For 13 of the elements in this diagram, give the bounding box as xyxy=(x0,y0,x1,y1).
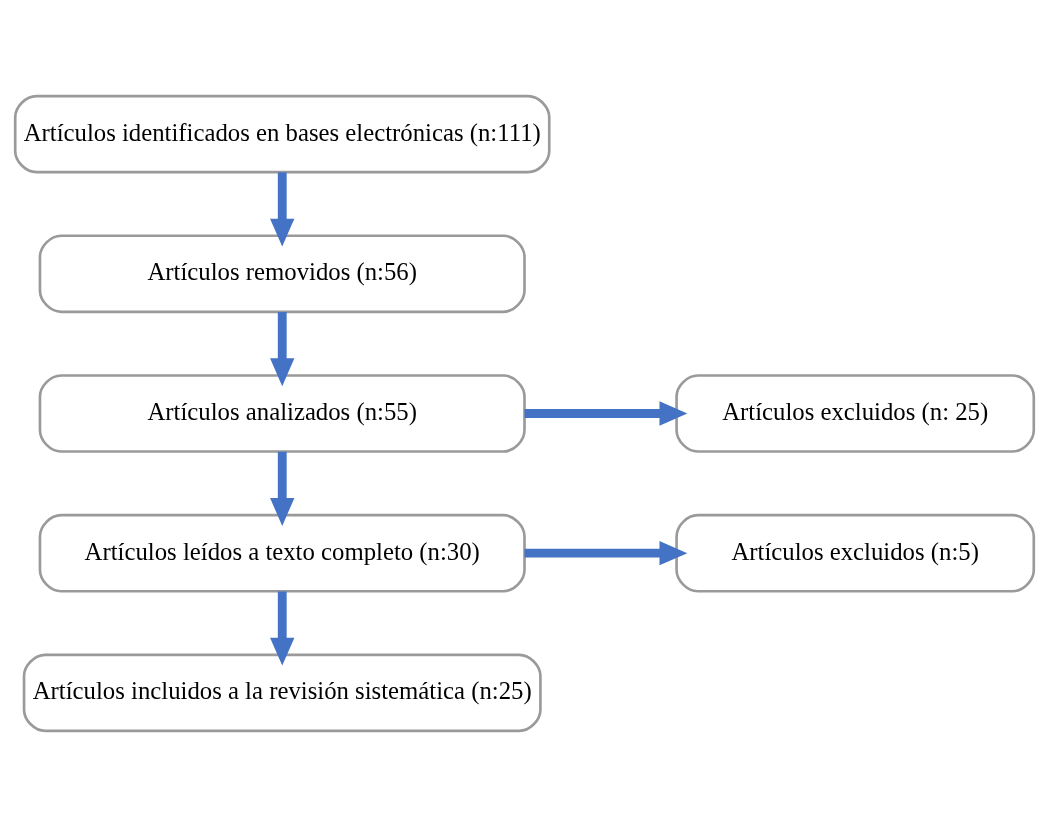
node-box: Artículos analizados (n:55) xyxy=(38,374,526,453)
node-box: Artículos excluidos (n: 25) xyxy=(675,374,1036,453)
node-box: Artículos removidos (n:56) xyxy=(38,234,526,314)
node-box: Artículos identificados en bases electrónicas (n:111) xyxy=(13,94,551,174)
arrow xyxy=(270,451,295,526)
arrow xyxy=(270,591,295,666)
node-box: Artículos incluidos a la revisión sistemática (n:25) xyxy=(22,653,542,733)
arrow xyxy=(524,401,688,426)
arrow xyxy=(524,541,688,566)
node-box: Artículos excluidos (n:5) xyxy=(675,513,1036,593)
node-box: Artículos leídos a texto completo (n:30) xyxy=(38,513,526,593)
arrow xyxy=(270,312,295,387)
arrow xyxy=(270,172,295,247)
